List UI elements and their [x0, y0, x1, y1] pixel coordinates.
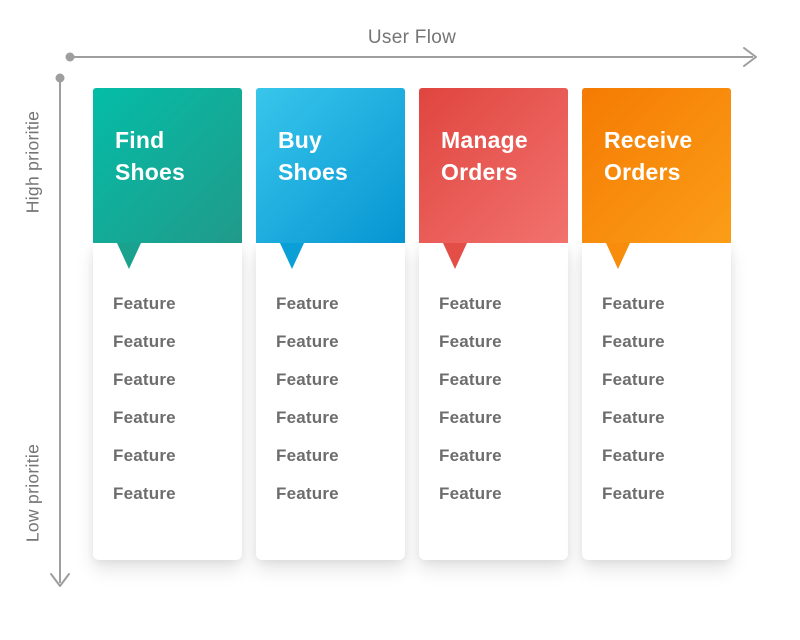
feature-item: Feature	[276, 446, 339, 465]
column-title: Manage Orders	[441, 127, 528, 185]
feature-item: Feature	[602, 294, 665, 313]
feature-item: Feature	[113, 332, 176, 351]
tail-pointer-icon	[280, 243, 304, 269]
tail-pointer-icon	[117, 243, 141, 269]
tail-pointer-icon	[606, 243, 630, 269]
feature-item: Feature	[439, 484, 502, 503]
feature-item: Feature	[439, 446, 502, 465]
feature-item: Feature	[602, 408, 665, 427]
column-title: Buy Shoes	[278, 127, 349, 185]
tail-pointer-icon	[443, 243, 467, 269]
feature-item: Feature	[439, 408, 502, 427]
flow-axis-label: User Flow	[367, 27, 457, 48]
column-header: Buy Shoes	[256, 88, 405, 269]
column-title: Receive Orders	[604, 127, 693, 185]
feature-item: Feature	[276, 370, 339, 389]
column-header: Receive Orders	[582, 88, 731, 269]
column-title: Find Shoes	[115, 127, 186, 185]
feature-item: Feature	[439, 332, 502, 351]
feature-item: Feature	[113, 294, 176, 313]
low-priority-label: Low prioritie	[22, 443, 43, 543]
feature-item: Feature	[113, 446, 176, 465]
feature-item: Feature	[276, 332, 339, 351]
flow-arrow-start-dot	[65, 52, 75, 62]
column-header: Manage Orders	[419, 88, 568, 269]
feature-item: Feature	[602, 484, 665, 503]
feature-item: Feature	[276, 408, 339, 427]
column-header: Find Shoes	[93, 88, 242, 269]
feature-item: Feature	[602, 332, 665, 351]
feature-item: Feature	[276, 294, 339, 313]
flow-arrow-head-icon	[743, 47, 757, 67]
feature-item: Feature	[602, 370, 665, 389]
feature-item: Feature	[276, 484, 339, 503]
priority-arrow-head-icon	[50, 573, 70, 587]
feature-item: Feature	[113, 370, 176, 389]
priority-arrow-start-dot	[55, 73, 65, 83]
high-priority-label: High prioritie	[22, 110, 43, 214]
priority-axis-arrow	[50, 73, 70, 587]
feature-item: Feature	[113, 408, 176, 427]
feature-item: Feature	[439, 370, 502, 389]
feature-item: Feature	[439, 294, 502, 313]
feature-item: Feature	[113, 484, 176, 503]
feature-item: Feature	[602, 446, 665, 465]
